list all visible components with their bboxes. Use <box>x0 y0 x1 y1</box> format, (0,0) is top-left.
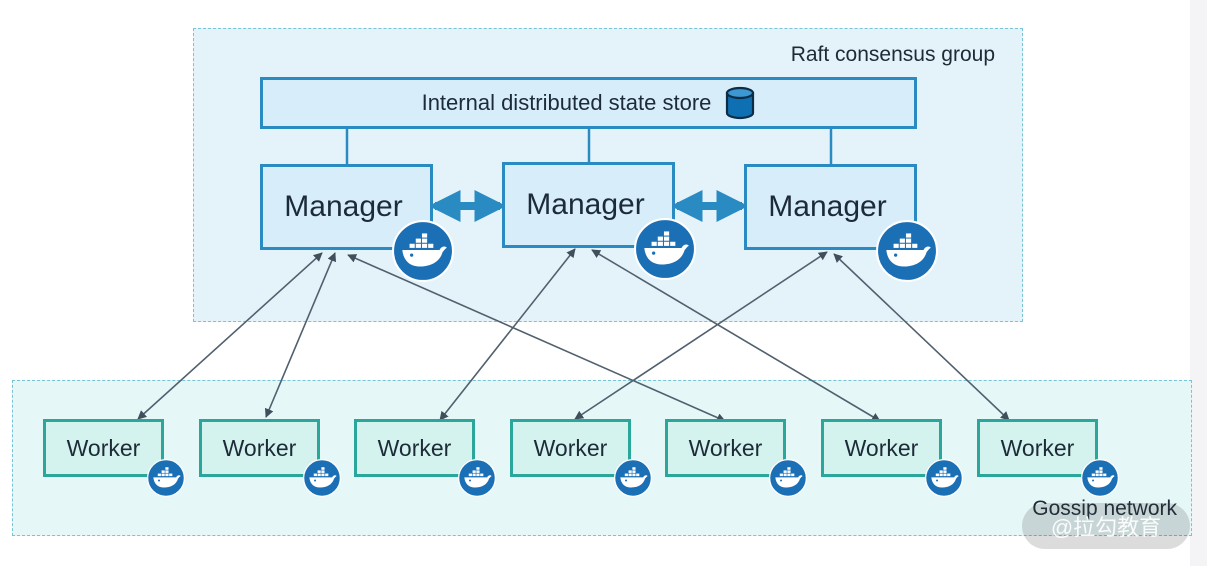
worker-node: Worker <box>510 419 631 477</box>
manager-worker-arrow <box>137 252 323 420</box>
worker-label: Worker <box>844 434 919 461</box>
manager-label: Manager <box>526 188 645 221</box>
worker-label: Worker <box>688 434 763 461</box>
worker-node: Worker <box>977 419 1098 477</box>
docker-whale-icon <box>303 459 341 502</box>
manager-worker-arrow <box>574 251 828 420</box>
worker-node: Worker <box>665 419 786 477</box>
internal-state-store: Internal distributed state store <box>260 77 917 129</box>
worker-node: Worker <box>43 419 164 477</box>
manager-worker-arrow <box>439 248 576 421</box>
page-edge-strip <box>1190 0 1207 566</box>
manager-worker-links <box>137 248 1010 422</box>
manager-worker-arrow <box>264 252 337 418</box>
worker-label: Worker <box>377 434 452 461</box>
docker-whale-icon <box>458 459 496 502</box>
worker-node: Worker <box>821 419 942 477</box>
worker-node: Worker <box>199 419 320 477</box>
docker-whale-icon <box>392 220 454 287</box>
raft-group-label: Raft consensus group <box>790 43 995 66</box>
worker-label: Worker <box>66 434 141 461</box>
worker-node: Worker <box>354 419 475 477</box>
docker-whale-icon <box>634 218 696 285</box>
worker-label: Worker <box>1000 434 1075 461</box>
manager-worker-arrow <box>833 253 1010 421</box>
store-to-manager-links <box>345 129 833 164</box>
docker-whale-icon <box>925 459 963 502</box>
gossip-network-label: Gossip network <box>1032 497 1177 520</box>
manager-label: Manager <box>284 190 403 223</box>
docker-whale-icon <box>1081 459 1119 502</box>
docker-whale-icon <box>614 459 652 502</box>
docker-whale-icon <box>147 459 185 502</box>
state-store-label: Internal distributed state store <box>421 90 712 115</box>
manager-label: Manager <box>768 190 887 223</box>
docker-whale-icon <box>769 459 807 502</box>
database-icon <box>725 86 755 120</box>
watermark: @拉勾教育 <box>1022 503 1190 549</box>
worker-label: Worker <box>533 434 608 461</box>
worker-label: Worker <box>222 434 297 461</box>
docker-whale-icon <box>876 220 938 287</box>
